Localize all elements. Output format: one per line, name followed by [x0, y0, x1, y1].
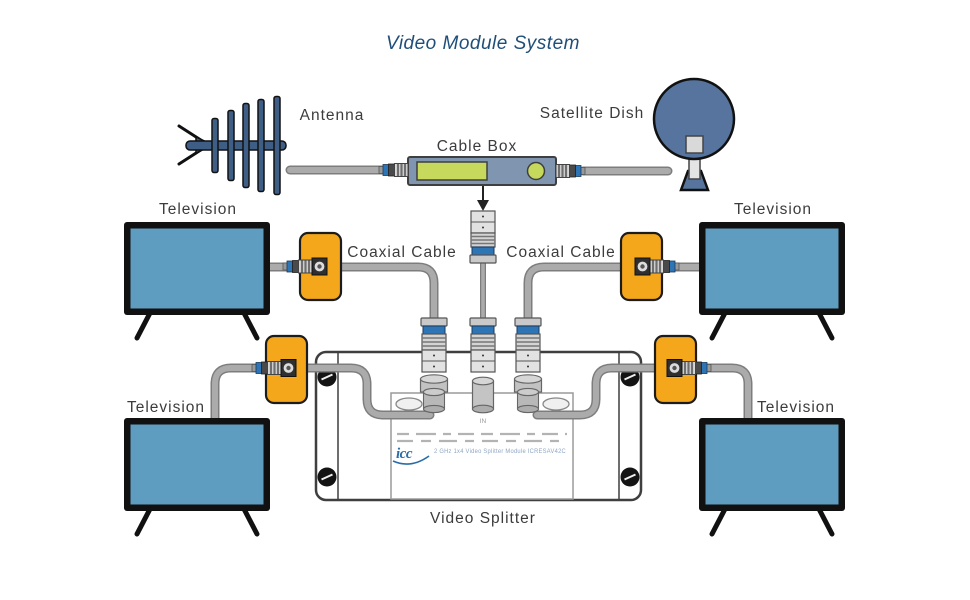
- splitter-port-in: [471, 376, 495, 414]
- coax-plug-icon: [554, 163, 587, 179]
- television-top-left: [124, 222, 270, 338]
- screw-icon: [316, 466, 338, 488]
- tv-label-bottom-left: Television: [127, 399, 205, 416]
- coax-plug-icon: [648, 258, 681, 275]
- satellite-dish-device: [652, 77, 736, 192]
- wall-plate-bottom-right: [653, 334, 713, 405]
- splitter-ports: IN: [419, 374, 543, 425]
- down-arrow-icon: [477, 200, 489, 211]
- connector-stack-right: [514, 317, 542, 373]
- television-bottom-right: [699, 418, 845, 534]
- antenna-device: [177, 95, 287, 196]
- splitter-in-label: IN: [480, 418, 487, 425]
- coaxial-cable-label-left: Coaxial Cable: [347, 244, 457, 261]
- splitter-brand-swoosh: [392, 455, 430, 465]
- antenna-label: Antenna: [300, 107, 365, 124]
- splitter-module-text: 2 GHz 1x4 Video Splitter Module ICRESAV4…: [434, 448, 566, 455]
- cable-box-power-button: [526, 161, 546, 181]
- coax-plug-icon: [250, 360, 283, 376]
- antenna-boom: [185, 140, 287, 151]
- wall-plate-top-right: [619, 231, 681, 302]
- plate-port-icon: [280, 358, 297, 378]
- plate-port-icon: [634, 257, 651, 276]
- plate-port-icon: [311, 257, 328, 276]
- tv-label-top-left: Television: [159, 201, 237, 218]
- tv-label-bottom-right: Television: [757, 399, 835, 416]
- cable-plateBR-to-tvBR: [689, 363, 753, 425]
- cable-box-display: [416, 161, 488, 181]
- cable-plateTL-to-splitter: [337, 262, 439, 327]
- coaxial-cable-label-right: Coaxial Cable: [506, 244, 616, 261]
- splitter-port-out-right: [513, 374, 543, 414]
- wall-plate-bottom-left: [250, 334, 309, 405]
- plate-port-icon: [666, 358, 683, 378]
- coax-plug-icon: [281, 258, 314, 275]
- page-title: Video Module System: [386, 33, 580, 54]
- connector-stack-left: [420, 317, 448, 373]
- coax-plug-icon: [377, 162, 410, 178]
- cable-box-device: [407, 156, 557, 186]
- splitter-brand-logo: icc: [396, 446, 413, 462]
- video-splitter-label: Video Splitter: [430, 510, 536, 527]
- connector-stack-middle: [469, 317, 497, 373]
- cable-plateBL-to-tvBL: [210, 363, 278, 425]
- screw-icon: [619, 466, 641, 488]
- television-bottom-left: [124, 418, 270, 534]
- coax-plug-icon: [680, 360, 713, 376]
- splitter-port-out-left: [419, 374, 449, 414]
- tv-label-top-right: Television: [734, 201, 812, 218]
- splitter-dome-left: [395, 397, 423, 411]
- wall-plate-top-left: [281, 231, 343, 302]
- cable-plateTR-to-splitter: [523, 262, 625, 327]
- dish-reflector: [652, 77, 736, 161]
- splitter-dome-right: [542, 397, 570, 411]
- television-top-right: [699, 222, 845, 338]
- satellite-dish-label: Satellite Dish: [540, 105, 644, 122]
- coaxial-cables: [210, 165, 753, 425]
- cablebox-output-connector: [469, 186, 497, 264]
- dish-lnb: [685, 135, 704, 154]
- dish-base: [679, 169, 710, 192]
- cable-box-label: Cable Box: [437, 138, 518, 155]
